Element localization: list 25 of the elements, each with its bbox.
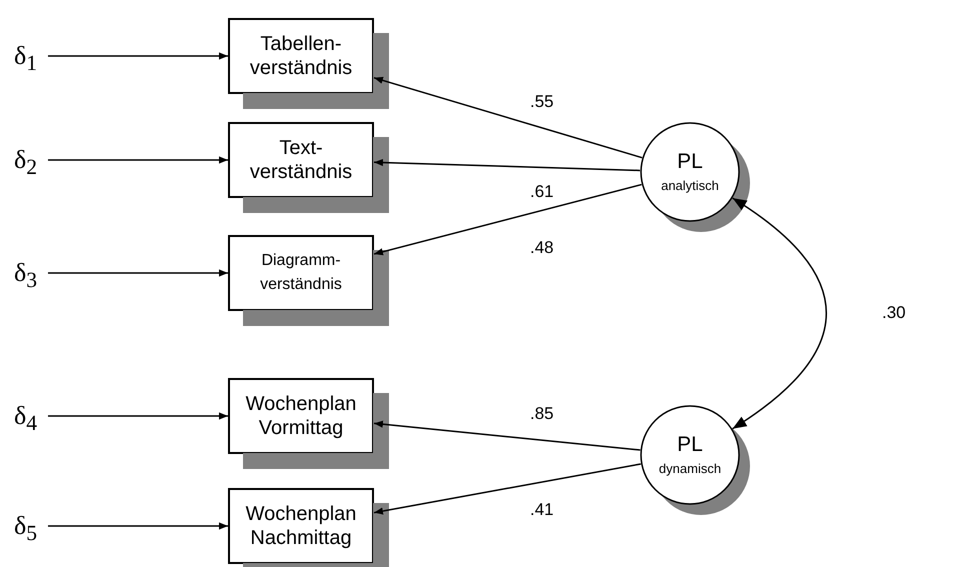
arrow [732, 198, 827, 430]
latent-variable-name: PL [676, 150, 704, 174]
error-term-label: δ$_{1}$ [14, 41, 48, 71]
error-term-label: δ$_{5}$ [14, 511, 48, 541]
error-term-label: δ$_{2}$ [14, 145, 48, 175]
variable-label: Tabellen- verständnis [248, 32, 354, 80]
variable-label: Wochenplan Vormittag [244, 392, 358, 440]
variable-label: Text- verständnis [248, 136, 354, 184]
latent-variable-name: PL [676, 433, 704, 457]
arrow [48, 412, 228, 420]
variable-label: Diagramm- verständnis [259, 251, 343, 295]
variable-label: Wochenplan Nachmittag [244, 502, 358, 550]
arrow [374, 158, 640, 172]
arrow [374, 420, 640, 451]
error-term-label: δ$_{3}$ [14, 258, 48, 288]
arrow [374, 76, 642, 158]
error-term-label: δ$_{4}$ [14, 401, 48, 431]
arrow [374, 463, 641, 515]
latent-variable-subtitle: dynamisch [658, 461, 722, 476]
latent-variable-subtitle: analytisch [660, 178, 720, 193]
arrow [48, 522, 228, 530]
arrow [48, 52, 228, 60]
arrow [48, 269, 228, 277]
arrow [374, 184, 642, 256]
arrow [48, 156, 228, 164]
